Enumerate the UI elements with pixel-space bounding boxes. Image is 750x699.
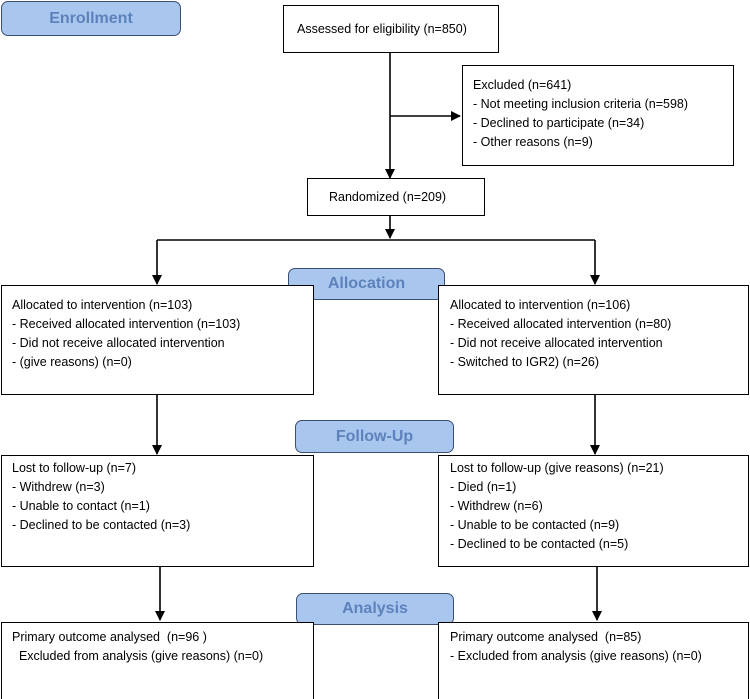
box-line: Excluded (n=641): [473, 78, 572, 92]
box-line: Allocated to intervention (n=103): [12, 298, 193, 312]
box-line: - Unable to be contacted (n=9): [450, 518, 620, 532]
box-line: - Did not receive allocated intervention: [12, 336, 225, 350]
box-line: - Other reasons (n=9): [473, 135, 593, 149]
box-line: Primary outcome analysed (n=96 ): [12, 630, 207, 644]
stage-label-allocation: Allocation: [288, 268, 445, 300]
excluded-box: Excluded (n=641) - Not meeting inclusion…: [462, 65, 734, 166]
stage-label-text: Enrollment: [49, 9, 133, 27]
right-allocation-box: Allocated to intervention (n=106) - Rece…: [438, 285, 749, 395]
box-line: - Declined to be contacted (n=5): [450, 537, 629, 551]
box-line: - Did not receive allocated intervention: [450, 336, 663, 350]
left-follow-up-box: Lost to follow-up (n=7) - Withdrew (n=3)…: [1, 455, 314, 567]
box-line: - Switched to IGR2) (n=26): [450, 355, 600, 369]
box-line: Lost to follow-up (n=7): [12, 461, 137, 475]
box-line: - Withdrew (n=3): [12, 480, 105, 494]
box-line: - Excluded from analysis (give reasons) …: [450, 649, 702, 663]
box-line: Excluded from analysis (give reasons) (n…: [12, 649, 264, 663]
left-allocation-box: Allocated to intervention (n=103) - Rece…: [1, 285, 314, 395]
box-line: - (give reasons) (n=0): [12, 355, 132, 369]
box-line: - Unable to contact (n=1): [12, 499, 150, 513]
box-line: - Not meeting inclusion criteria (n=598): [473, 97, 689, 111]
right-follow-up-box: Lost to follow-up (give reasons) (n=21) …: [438, 455, 749, 567]
box-line: - Declined to participate (n=34): [473, 116, 645, 130]
box-line: Primary outcome analysed (n=85): [450, 630, 642, 644]
box-line: - Withdrew (n=6): [450, 499, 543, 513]
box-line: Lost to follow-up (give reasons) (n=21): [450, 461, 664, 475]
box-line: Allocated to intervention (n=106): [450, 298, 631, 312]
box-line: Assessed for eligibility (n=850): [297, 22, 467, 36]
stage-label-analysis: Analysis: [296, 593, 454, 625]
stage-label-enrollment: Enrollment: [1, 1, 181, 36]
stage-label-text: Follow-Up: [335, 427, 414, 445]
box-line: - Declined to be contacted (n=3): [12, 518, 191, 532]
box-line: Randomized (n=209): [329, 190, 447, 204]
box-line: - Died (n=1): [450, 480, 517, 494]
stage-label-text: Allocation: [327, 275, 406, 292]
stage-label-follow-up: Follow-Up: [295, 420, 454, 453]
randomized-box: Randomized (n=209): [307, 178, 485, 216]
stage-label-text: Analysis: [342, 600, 408, 617]
left-analysis-box: Primary outcome analysed (n=96 ) Exclude…: [1, 622, 314, 699]
box-line: - Received allocated intervention (n=80): [450, 317, 672, 331]
assessed-box: Assessed for eligibility (n=850): [283, 5, 499, 53]
box-line: - Received allocated intervention (n=103…: [12, 317, 241, 331]
right-analysis-box: Primary outcome analysed (n=85) - Exclud…: [438, 622, 749, 699]
